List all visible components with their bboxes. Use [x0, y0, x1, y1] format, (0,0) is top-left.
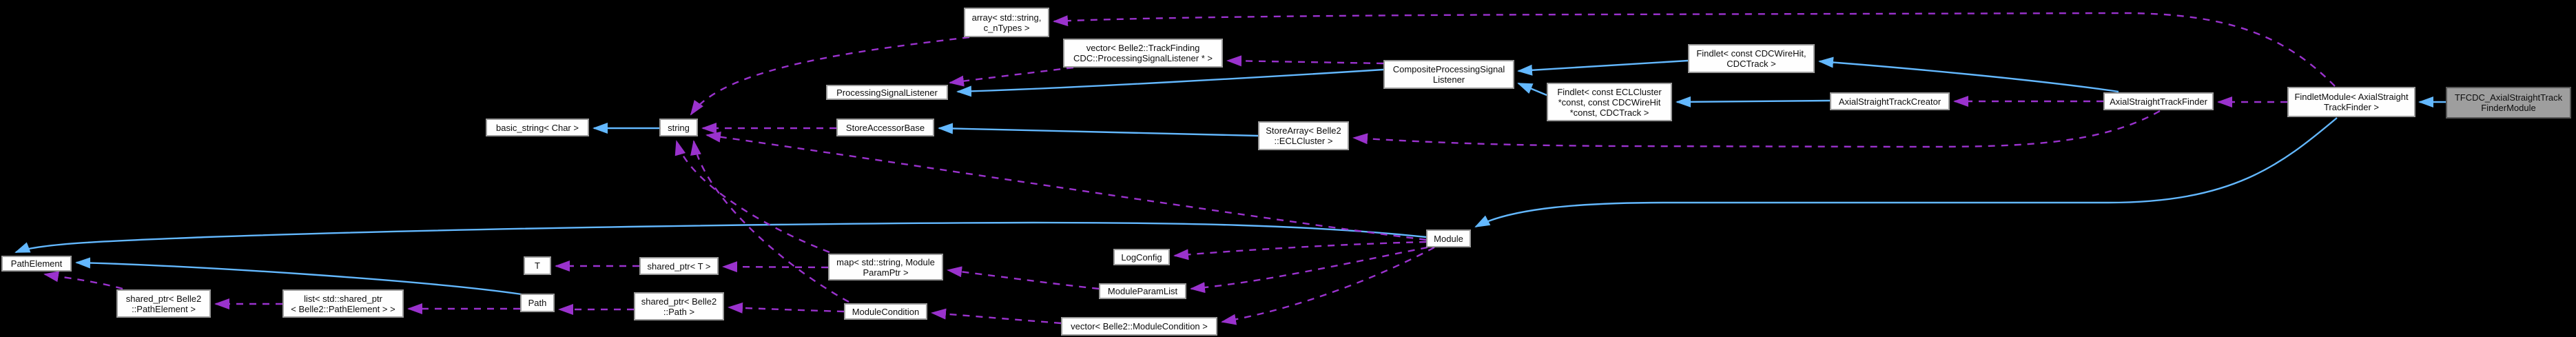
node-string[interactable]: string: [659, 119, 698, 136]
node-label: FinderModule: [2481, 103, 2536, 113]
node-label: ProcessingSignalListener: [836, 87, 938, 98]
node-findlet_ecl[interactable]: Findlet< const ECLCluster*const, const C…: [1547, 83, 1672, 121]
node-label: ModuleParamList: [1107, 286, 1178, 296]
node-label: TFCDC_AxialStraightTrack: [2454, 92, 2563, 103]
node-label: ModuleCondition: [852, 306, 920, 317]
node-vector_module_condition[interactable]: vector< Belle2::ModuleCondition >: [1061, 317, 1217, 336]
node-label: < Belle2::PathElement > >: [291, 303, 395, 314]
node-path[interactable]: Path: [520, 294, 555, 312]
edge-composite_psl-to-vector_psl: [1226, 55, 1384, 67]
node-path_element[interactable]: PathElement: [1, 256, 72, 272]
edge-track_finder-to-store_array: [1352, 110, 2161, 148]
node-label: vector< Belle2::TrackFinding: [1086, 43, 1200, 53]
node-label: *const, CDCTrack >: [1569, 107, 1649, 118]
node-module_condition[interactable]: ModuleCondition: [844, 303, 927, 320]
node-label: CompositeProcessingSignal: [1392, 64, 1505, 74]
node-label: ParamPtr >: [863, 267, 909, 278]
edge-module_param_list-to-map_params: [947, 266, 1100, 290]
edge-findlet_ecl-to-composite_psl: [1517, 82, 1547, 96]
node-track_finder[interactable]: AxialStraightTrackFinder: [2103, 92, 2214, 110]
node-store_accessor_base[interactable]: StoreAccessorBase: [836, 119, 934, 136]
node-label: Module: [1434, 233, 1463, 244]
node-label: shared_ptr< Belle2: [641, 296, 717, 307]
node-shared_ptr_path_element[interactable]: shared_ptr< Belle2::PathElement >: [116, 289, 211, 318]
edge-module-to-string: [705, 131, 1427, 241]
node-label: CDC::ProcessingSignalListener * >: [1073, 53, 1213, 63]
node-label: StoreAccessorBase: [845, 122, 925, 133]
edge-track_finder-to-findlet_cdc: [1818, 57, 2119, 93]
node-module_param_list[interactable]: ModuleParamList: [1099, 283, 1186, 299]
node-label: Path: [528, 298, 547, 308]
node-label: array< std::string,: [971, 12, 1042, 23]
node-label: AxialStraightTrackFinder: [2110, 96, 2207, 107]
node-label: LogConfig: [1121, 252, 1162, 263]
edge-module_condition-to-shared_ptr_path: [728, 302, 845, 314]
edge-findlet_module-to-array: [1053, 12, 2336, 87]
node-shared_ptr_path[interactable]: shared_ptr< Belle2::Path >: [634, 292, 724, 320]
node-label: Findlet< const ECLCluster: [1557, 86, 1662, 97]
node-label: TrackFinder >: [2323, 102, 2380, 112]
node-log_config[interactable]: LogConfig: [1113, 249, 1170, 265]
node-label: shared_ptr< T >: [647, 261, 711, 272]
edge-vector_module_condition-to-module_condition: [931, 308, 1062, 325]
edge-module-to-module_param_list: [1190, 246, 1428, 294]
node-store_array[interactable]: StoreArray< Belle2::ECLCluster >: [1258, 121, 1349, 150]
node-label: Findlet< const CDCWireHit,: [1696, 48, 1806, 59]
edge-module-to-path_element: [14, 221, 1427, 254]
node-label: basic_string< Char >: [496, 122, 579, 133]
edge-findlet_module-to-module: [1474, 117, 2338, 228]
edge-module_condition-to-string: [690, 140, 849, 303]
node-label: Listener: [1432, 74, 1465, 85]
node-label: list< std::shared_ptr: [304, 293, 382, 304]
node-module[interactable]: Module: [1426, 229, 1471, 247]
node-t[interactable]: T: [524, 256, 551, 275]
edge-composite_psl-to-psl: [956, 68, 1384, 97]
node-label: shared_ptr< Belle2: [125, 293, 202, 304]
edge-map_params-to-string: [674, 140, 830, 254]
node-label: PathElement: [10, 258, 63, 269]
node-findlet_cdc[interactable]: Findlet< const CDCWireHit,CDCTrack >: [1688, 44, 1815, 73]
node-label: FindletModule< AxialStraight: [2294, 92, 2409, 102]
node-track_creator[interactable]: AxialStraightTrackCreator: [1830, 92, 1950, 110]
edge-store_array-to-store_accessor_base: [938, 123, 1259, 137]
edge-module-to-vector_module_condition: [1221, 246, 1435, 325]
node-label: AxialStraightTrackCreator: [1838, 96, 1941, 107]
node-shared_ptr_t[interactable]: shared_ptr< T >: [639, 257, 719, 275]
node-psl[interactable]: ProcessingSignalListener: [826, 85, 948, 100]
node-label: ::ECLCluster >: [1274, 136, 1333, 146]
node-label: T: [535, 261, 540, 271]
edge-array-to-string: [690, 36, 970, 116]
node-label: ::Path >: [663, 306, 695, 317]
edge-shared_ptr_path_element-to-path_element: [43, 271, 123, 290]
node-label: c_nTypes >: [983, 22, 1030, 33]
edge-vector_psl-to-psl: [949, 66, 1074, 87]
edge-path-to-path_element: [75, 257, 522, 296]
edge-track_creator-to-findlet_ecl: [1676, 96, 1831, 108]
node-basic_string[interactable]: basic_string< Char >: [486, 119, 589, 136]
node-label: *const, const CDCWireHit: [1558, 96, 1661, 108]
node-label: CDCTrack >: [1727, 59, 1776, 69]
node-label: map< std::string, Module: [836, 256, 935, 267]
node-array[interactable]: array< std::string,c_nTypes >: [964, 8, 1049, 37]
node-list_path_element[interactable]: list< std::shared_ptr< Belle2::PathEleme…: [282, 289, 404, 318]
node-label: StoreArray< Belle2: [1266, 125, 1341, 136]
node-label: ::PathElement >: [132, 303, 196, 314]
edge-module-to-log_config: [1173, 241, 1427, 261]
node-label: vector< Belle2::ModuleCondition >: [1071, 321, 1208, 331]
node-label: string: [668, 122, 690, 133]
edge-findlet_cdc-to-composite_psl: [1517, 59, 1689, 76]
